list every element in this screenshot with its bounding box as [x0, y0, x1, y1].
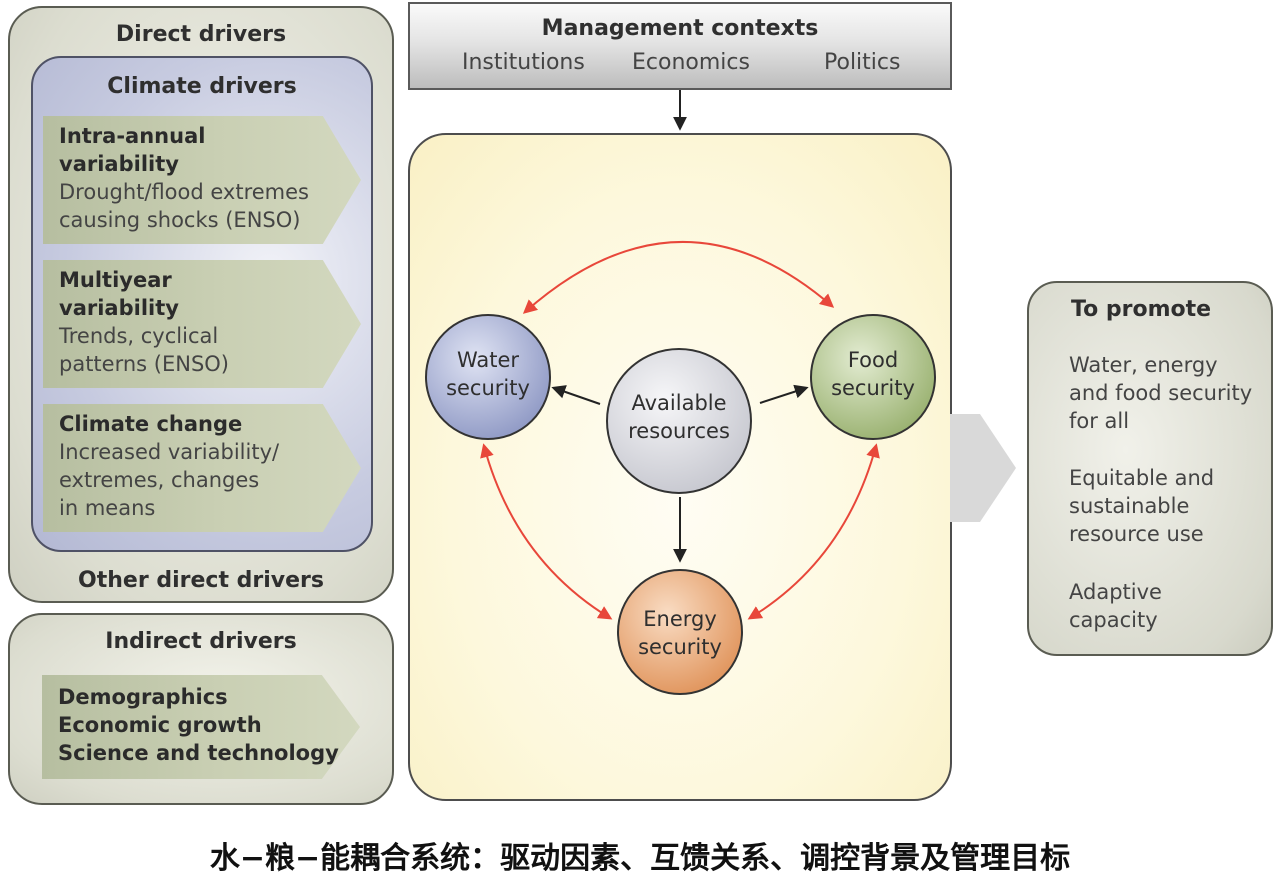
climate-driver-intra-annual — [43, 116, 361, 244]
indirect-drivers-arrow — [42, 675, 360, 779]
indirect-driver-economic-growth: Economic growth — [58, 713, 262, 737]
promote-item1-line2: and food security — [1069, 381, 1253, 405]
multiyear-heading-1: Multiyear — [59, 268, 172, 292]
resources-to-food-arrow — [759, 384, 809, 404]
promote-equitable-resource-use: Equitable and sustainable resource use — [1069, 464, 1214, 548]
multiyear-desc-2: patterns (ENSO) — [59, 352, 229, 376]
indirect-drivers-title: Indirect drivers — [105, 629, 297, 654]
intra-annual-desc-1: Drought/flood extremes — [59, 180, 310, 204]
available-resources-line2: resources — [628, 419, 730, 443]
intra-annual-heading-1: Intra-annual — [59, 124, 206, 148]
intra-annual-desc-2: causing shocks (ENSO) — [59, 208, 301, 232]
energy-security-line2: security — [638, 635, 722, 659]
energy-security-node — [617, 569, 743, 695]
water-security-line1: Water — [456, 348, 520, 372]
management-politics: Politics — [824, 50, 901, 75]
climate-change-heading: Climate change — [59, 412, 243, 436]
water-security-label: Water security — [428, 346, 548, 402]
management-contexts-title: Management contexts — [541, 16, 819, 41]
promote-item2-line2: sustainable — [1069, 494, 1190, 518]
management-economics: Economics — [632, 50, 750, 75]
indirect-drivers-panel: Indirect drivers Demographics Economic g… — [8, 613, 394, 805]
promote-adaptive-capacity: Adaptive capacity — [1069, 578, 1162, 634]
management-contexts-box: Management contexts Institutions Economi… — [408, 2, 952, 90]
food-energy-feedback-arrow — [747, 443, 880, 620]
promote-item3-line1: Adaptive — [1069, 580, 1162, 604]
available-resources-node — [606, 348, 752, 494]
climate-drivers-panel: Climate drivers Intra-annual variability… — [31, 56, 373, 552]
direct-drivers-title: Direct drivers — [115, 22, 287, 47]
resources-to-water-arrow — [551, 385, 601, 405]
climate-driver-multiyear-text: Multiyear variability Trends, cyclical p… — [59, 266, 229, 378]
climate-change-desc-2: extremes, changes — [59, 468, 260, 492]
climate-driver-intra-annual-text: Intra-annual variability Drought/flood e… — [59, 122, 309, 234]
promote-security-for-all: Water, energy and food security for all — [1069, 351, 1252, 435]
available-resources-label: Available resources — [607, 389, 751, 445]
available-resources-line1: Available — [631, 391, 727, 415]
promote-item1-line3: for all — [1069, 409, 1130, 433]
to-promote-title: To promote — [1071, 297, 1212, 322]
other-direct-drivers-label: Other direct drivers — [78, 568, 324, 593]
promote-item2-line3: resource use — [1069, 522, 1204, 546]
to-promote-panel: To promote Water, energy and food securi… — [1027, 281, 1273, 656]
management-institutions: Institutions — [462, 50, 585, 75]
multiyear-heading-2: variability — [59, 296, 179, 320]
indirect-driver-science-technology: Science and technology — [58, 741, 339, 765]
flow-to-promote-arrow — [950, 414, 1016, 522]
water-food-feedback-arrow — [522, 241, 835, 314]
figure-caption: 水−粮−能耦合系统：驱动因素、互馈关系、调控背景及管理目标 — [209, 841, 1071, 876]
indirect-drivers-list: Demographics Economic growth Science and… — [58, 683, 339, 767]
multiyear-desc-1: Trends, cyclical — [59, 324, 219, 348]
food-security-label: Food security — [813, 346, 933, 402]
climate-driver-multiyear — [43, 260, 361, 388]
food-security-line1: Food — [847, 348, 899, 372]
intra-annual-heading-2: variability — [59, 152, 179, 176]
promote-item3-line2: capacity — [1069, 608, 1158, 632]
direct-drivers-panel: Direct drivers Climate drivers Intra-ann… — [8, 6, 394, 603]
climate-change-desc-3: in means — [59, 496, 156, 520]
promote-item1-line1: Water, energy — [1069, 353, 1218, 377]
water-energy-feedback-arrow — [480, 443, 613, 620]
food-security-line2: security — [831, 376, 915, 400]
indirect-driver-demographics: Demographics — [58, 685, 228, 709]
food-security-node — [810, 314, 936, 440]
climate-driver-climate-change — [43, 404, 361, 532]
energy-security-line1: Energy — [643, 607, 717, 631]
water-security-node — [425, 314, 551, 440]
water-security-line2: security — [446, 376, 530, 400]
climate-change-desc-1: Increased variability/ — [59, 440, 280, 464]
energy-security-label: Energy security — [620, 605, 740, 661]
climate-drivers-title: Climate drivers — [107, 74, 297, 99]
promote-item2-line1: Equitable and — [1069, 466, 1215, 490]
climate-driver-climate-change-text: Climate change Increased variability/ ex… — [59, 410, 279, 522]
